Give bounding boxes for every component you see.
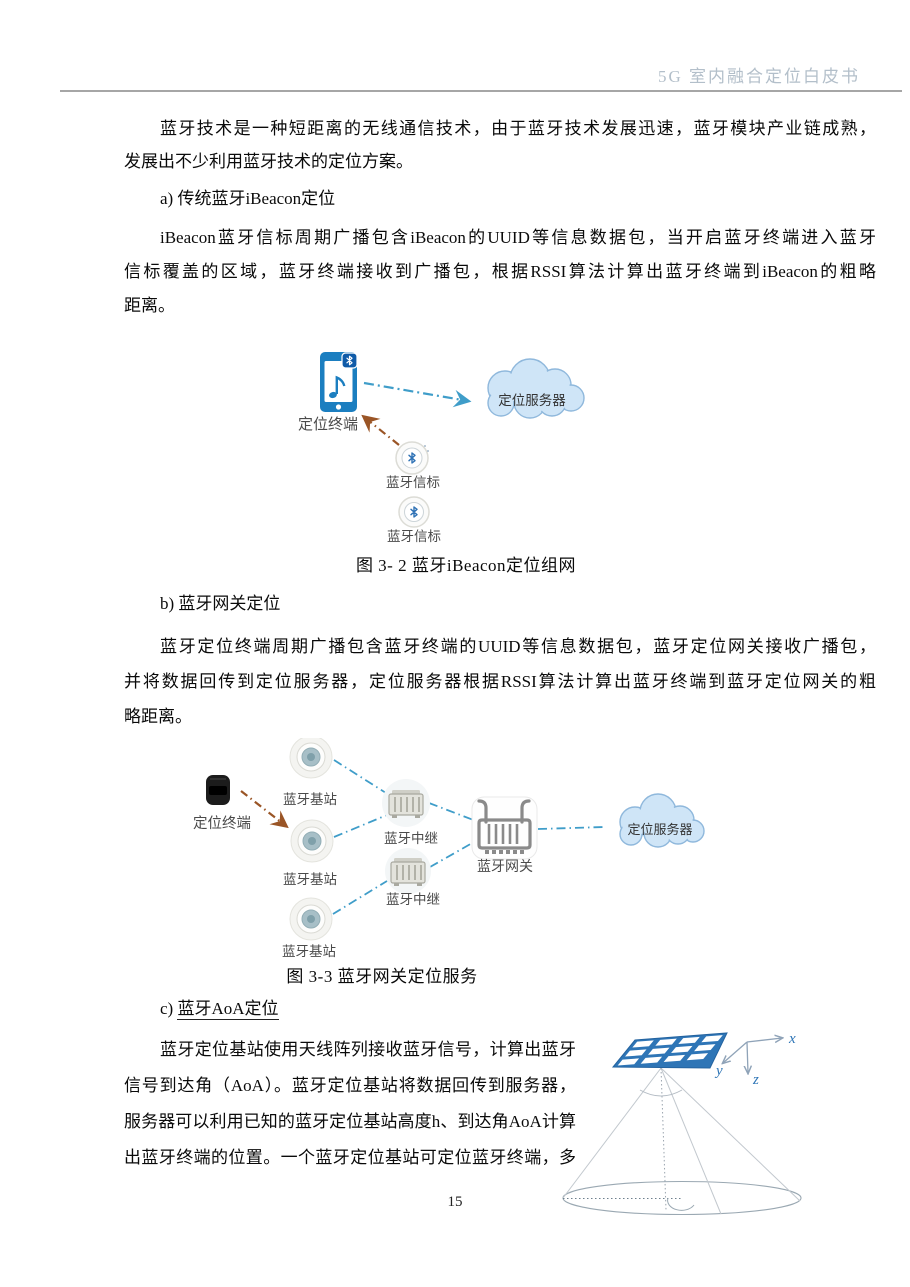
network-links [332, 759, 605, 915]
section-a-paragraph: iBeacon蓝牙信标周期广播包含iBeacon的UUID等信息数据包，当开启蓝… [124, 221, 876, 323]
fig32-server-label: 定位服务器 [498, 393, 566, 408]
text-line: 蓝牙定位终端周期广播包含蓝牙终端的UUID等信息数据包，蓝牙定位网关接收广播包， [160, 637, 876, 656]
bluetooth-basestation-icon [289, 738, 333, 779]
section-b-paragraph: 蓝牙定位终端周期广播包含蓝牙终端的UUID等信息数据包，蓝牙定位网关接收广播包，… [124, 629, 876, 734]
bluetooth-relay-icon [382, 779, 430, 827]
text-line: 蓝牙技术是一种短距离的无线通信技术，由于蓝牙技术发展迅速，蓝牙模块产业链成熟， [160, 119, 876, 138]
fig32-beacon1-label: 蓝牙信标 [386, 475, 440, 490]
figure33-caption: 图 3-3 蓝牙网关定位服务 [286, 967, 478, 986]
smartphone-icon [320, 352, 358, 412]
figure-aoa-cone: x y z [562, 1031, 802, 1216]
figure-ibeacon-network: 定位终端 定位服务器 蓝牙信标 [298, 352, 585, 544]
fig33-gateway-label: 蓝牙网关 [477, 859, 533, 875]
text-line: 出蓝牙终端的位置。一个蓝牙定位基站可定位蓝牙终端，多 [124, 1148, 576, 1167]
text-line: iBeacon蓝牙信标周期广播包含iBeacon的UUID等信息数据包，当开启蓝… [160, 228, 876, 247]
section-b-heading: b) 蓝牙网关定位 [160, 594, 281, 613]
text-line: 并将数据回传到定位服务器，定位服务器根据RSSI算法计算出蓝牙终端到蓝牙定位网关… [124, 672, 876, 691]
text-line: 信号到达角（AoA）。蓝牙定位基站将数据回传到服务器， [124, 1076, 576, 1095]
fig33-basestation-label: 蓝牙基站 [283, 791, 337, 807]
link-beacon-to-phone [361, 414, 400, 446]
bluetooth-gateway-icon [471, 796, 538, 860]
bluetooth-beacon-icon [398, 496, 430, 528]
aoa-cone [562, 1067, 802, 1216]
bluetooth-beacon-icon [395, 441, 429, 475]
bluetooth-badge-icon [341, 352, 358, 369]
text-line: 发展出不少利用蓝牙技术的定位方案。 [124, 152, 413, 171]
fig32-beacon2-label: 蓝牙信标 [387, 529, 441, 544]
fig33-basestation-label: 蓝牙基站 [283, 871, 337, 887]
text-line: 距离。 [124, 296, 175, 315]
antenna-array-icon [611, 1032, 728, 1069]
fig33-basestation-label: 蓝牙基站 [282, 943, 336, 959]
section-a-heading: a) 传统蓝牙iBeacon定位 [160, 189, 336, 208]
text-line: 略距离。 [124, 707, 192, 726]
bluetooth-basestation-icon [290, 819, 334, 863]
figure-gateway-network: 定位终端 蓝牙基站 蓝牙基站 蓝牙基站 [193, 738, 705, 959]
section-c-paragraph: 蓝牙定位基站使用天线阵列接收蓝牙信号，计算出蓝牙 信号到达角（AoA）。蓝牙定位… [124, 1032, 576, 1176]
page-number: 15 [447, 1194, 463, 1210]
figure32-caption: 图 3- 2 蓝牙iBeacon定位组网 [355, 556, 577, 575]
axis-x-label: x [788, 1031, 796, 1047]
text-line: 蓝牙定位基站使用天线阵列接收蓝牙信号，计算出蓝牙 [160, 1040, 576, 1059]
bluetooth-relay-icon [385, 848, 431, 894]
fig33-relay-label: 蓝牙中继 [386, 892, 440, 907]
section-c-title: 蓝牙AoA定位 [177, 999, 279, 1020]
positioning-tag-icon [206, 775, 230, 805]
bluetooth-basestation-icon [289, 897, 333, 941]
cloud-server-icon: 定位服务器 [619, 793, 705, 848]
fig32-terminal-label: 定位终端 [298, 416, 358, 433]
axis-z-label: z [752, 1072, 759, 1088]
section-c-prefix: c) [160, 999, 178, 1018]
link-terminal-to-basestation [240, 790, 289, 829]
text-line: 服务器可以利用已知的蓝牙定位基站高度h、到达角AoA计算 [124, 1112, 576, 1131]
section-c-heading: c) 蓝牙AoA定位 [160, 994, 279, 1020]
cloud-server-icon: 定位服务器 [487, 358, 585, 419]
intro-paragraph: 蓝牙技术是一种短距离的无线通信技术，由于蓝牙技术发展迅速，蓝牙模块产业链成熟， … [124, 112, 876, 178]
text-line: 信标覆盖的区域，蓝牙终端接收到广播包，根据RSSI算法计算出蓝牙终端到iBeac… [124, 262, 876, 281]
fig33-relay-label: 蓝牙中继 [384, 831, 438, 846]
fig33-terminal-label: 定位终端 [193, 815, 251, 832]
axis-y-label: y [714, 1063, 723, 1079]
header-rule [60, 90, 902, 92]
axes: x y z [714, 1031, 796, 1088]
header-title: 5G 室内融合定位白皮书 [657, 67, 860, 86]
link-phone-to-server [363, 381, 472, 408]
fig33-server-label: 定位服务器 [627, 822, 692, 837]
